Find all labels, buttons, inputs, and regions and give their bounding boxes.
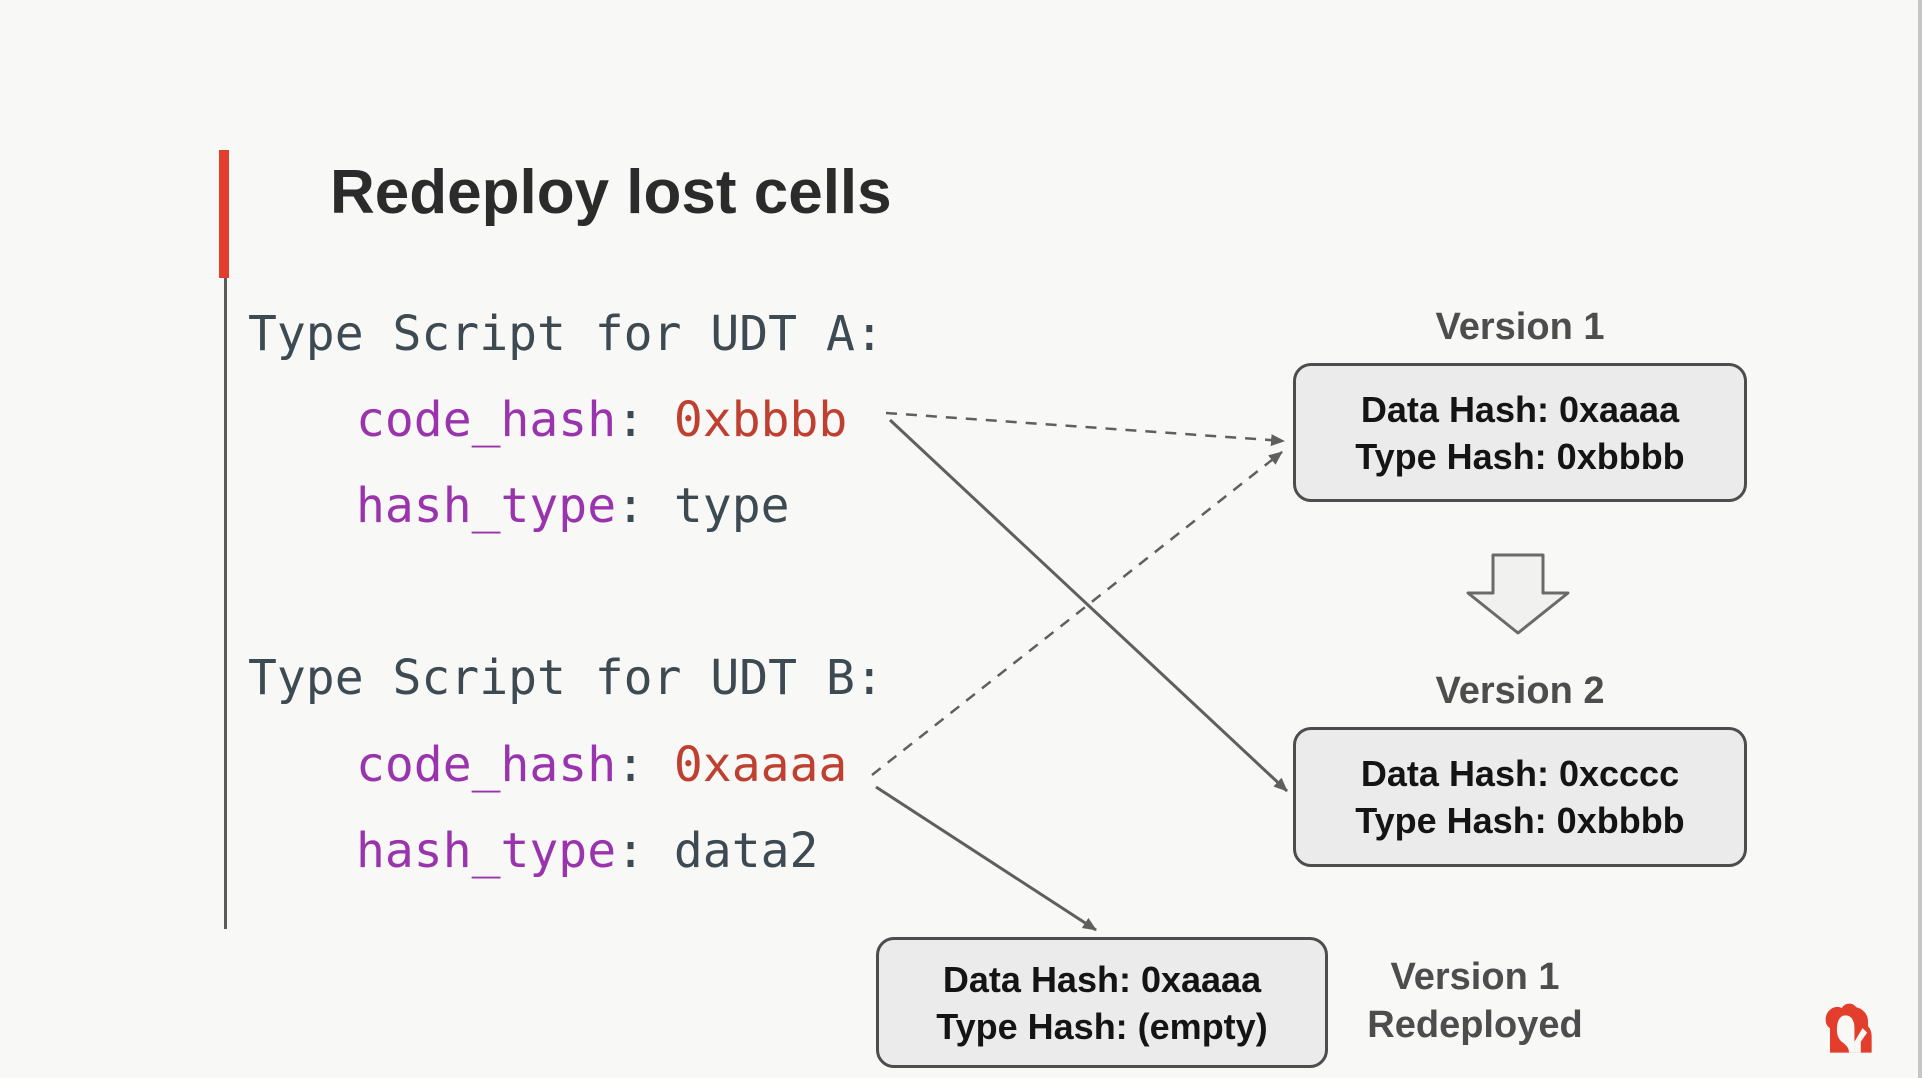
data-hash-line: Data Hash: 0xcccc [1360,753,1680,794]
type-hash-line: Type Hash: 0xbbbb [1355,800,1685,841]
code-line-hash-type-a: hash_type: type [356,477,789,535]
code-value: 0xbbbb [673,392,848,448]
code-line-code-hash-a: code_hash: 0xbbbb [356,391,847,449]
version-1-redeployed-label: Version 1 Redeployed [1345,953,1605,1049]
code-value: 0xaaaa [673,737,848,793]
arrow-udtb-to-redeployed-solid [875,785,1097,932]
code-colon: : [616,392,674,448]
arrow-udta-to-v1-dashed [885,411,1285,447]
label-line-2: Redeployed [1367,1004,1583,1046]
code-key: code_hash [356,737,617,793]
code-value: data2 [673,823,819,879]
code-key: hash_type [356,823,617,879]
code-header-udt-a: Type Script for UDT A: [248,305,884,363]
arrow-udta-to-v2-solid [888,418,1289,793]
page-title: Redeploy lost cells [330,158,892,227]
code-header-udt-b: Type Script for UDT B: [248,649,884,707]
title-accent-bar [219,150,229,278]
type-hash-line: Type Hash: (empty) [936,1005,1268,1047]
code-line-code-hash-b: code_hash: 0xaaaa [356,736,847,794]
code-value: type [673,478,790,534]
code-key: hash_type [356,478,617,534]
data-hash-line: Data Hash: 0xaaaa [942,958,1262,1000]
version-2-label: Version 2 [1435,670,1605,712]
version-1-box: Data Hash: 0xaaaa Type Hash: 0xbbbb [1293,363,1747,502]
version-2-box: Data Hash: 0xcccc Type Hash: 0xbbbb [1293,727,1747,867]
code-colon: : [616,478,674,534]
down-block-arrow-icon [1466,553,1570,635]
code-colon: : [616,823,674,879]
version-1-label: Version 1 [1435,306,1605,348]
code-colon: : [616,737,674,793]
data-hash-line: Data Hash: 0xaaaa [1360,388,1680,430]
cryptape-gorilla-logo-icon [1825,1003,1872,1053]
code-header-text: Type Script for UDT A: [248,306,884,362]
code-key: code_hash [356,392,617,448]
version-1-redeployed-box: Data Hash: 0xaaaa Type Hash: (empty) [876,937,1328,1068]
type-hash-line: Type Hash: 0xbbbb [1355,435,1685,477]
code-header-text: Type Script for UDT B: [248,650,884,706]
arrow-udtb-to-v1-dashed [871,451,1283,776]
label-line-1: Version 1 [1390,956,1560,998]
code-line-hash-type-b: hash_type: data2 [356,822,818,880]
vertical-rule [224,278,227,929]
